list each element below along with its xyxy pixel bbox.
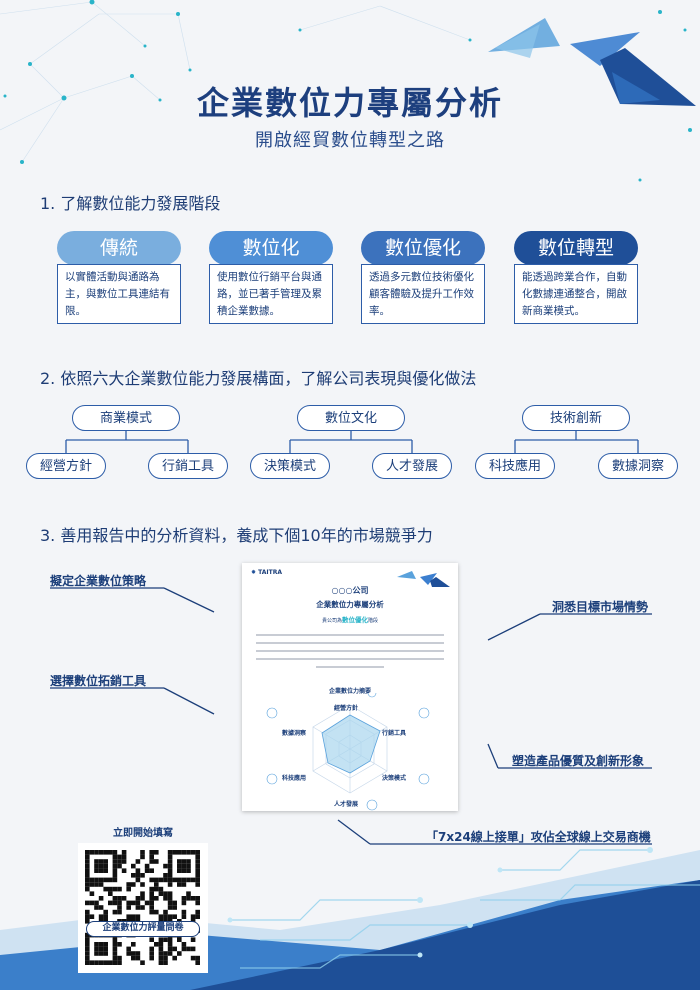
- section1-heading: 1. 了解數位能力發展階段: [40, 194, 221, 213]
- report-radar-chart: [266, 693, 430, 811]
- callout-market-insight: 洞悉目標市場情勢: [552, 600, 649, 614]
- stage-transformation-desc: 能透過跨業合作，自動化數據連通整合，開啟新商業模式。: [514, 264, 638, 324]
- report-company: ○○○公司: [331, 586, 369, 595]
- taitra-logo: ✸ TAITRA: [251, 569, 282, 576]
- report-stage-suffix: 階段: [368, 618, 379, 624]
- pill-digital-culture: 數位文化: [297, 405, 405, 431]
- pill-marketing-tools: 行銷工具: [148, 453, 228, 479]
- callout-digital-strategy: 擬定企業數位策略: [50, 574, 147, 588]
- section3-heading: 3. 善用報告中的分析資料，養成下個10年的市場競爭力: [40, 526, 433, 545]
- report-triangles-icon: [397, 571, 450, 587]
- stage-optimization-desc: 透過多元數位技術優化顧客體驗及提升工作效率。: [361, 264, 485, 324]
- stage-digitization-label: 數位化: [209, 231, 333, 265]
- page-title: 企業數位力專屬分析: [196, 84, 503, 122]
- qr-code[interactable]: 企業數位力評量問卷: [78, 843, 208, 973]
- pill-business-model: 商業模式: [72, 405, 180, 431]
- taitra-logo-text: TAITRA: [258, 569, 282, 576]
- pill-decision-mode: 決策模式: [250, 453, 330, 479]
- stage-traditional-desc: 以實體活動與通路為主，與數位工具連結有限。: [57, 264, 181, 324]
- taitra-logo-icon: ✸: [251, 569, 257, 576]
- report-stage-line: 貴公司為數位優化階段: [242, 614, 458, 624]
- pill-talent-development: 人才發展: [372, 453, 452, 479]
- radar-label-technology: 科技應用: [282, 775, 307, 782]
- pill-tech-application: 科技應用: [475, 453, 555, 479]
- radar-label-marketing: 行銷工具: [382, 730, 407, 737]
- stage-digitization-desc: 使用數位行銷平台與通路，並已著手管理及累積企業數據。: [209, 264, 333, 324]
- qr-code-icon: [85, 850, 200, 965]
- pill-data-insight: 數據洞察: [598, 453, 678, 479]
- radar-label-policy: 經營方針: [334, 705, 359, 712]
- report-summary-title: 企業數位力摘要: [328, 688, 371, 695]
- radar-label-talent: 人才發展: [334, 801, 359, 808]
- report-preview: ✸ TAITRA ○○○公司 企業數位力專屬分析 貴公司為數位優化階段 企業數位…: [242, 563, 458, 811]
- callout-marketing-tools: 選擇數位拓銷工具: [50, 674, 147, 688]
- stage-transformation-label: 數位轉型: [514, 231, 638, 265]
- callout-brand-image: 塑造產品優質及創新形象: [512, 754, 645, 768]
- callout-online-trade: 「7x24線上接單」攻佔全球線上交易商機: [426, 830, 651, 844]
- report-title: 企業數位力專屬分析: [316, 600, 384, 609]
- qr-cta: 立即開始填寫: [113, 828, 173, 839]
- pill-tech-innovation: 技術創新: [522, 405, 630, 431]
- report-body-text-placeholder: [256, 634, 444, 668]
- radar-label-decision: 決策模式: [382, 775, 407, 782]
- page-subtitle: 開啟經貿數位轉型之路: [255, 130, 445, 151]
- section2-heading: 2. 依照六大企業數位能力發展構面，了解公司表現與優化做法: [40, 369, 477, 388]
- stage-traditional-label: 傳統: [57, 231, 181, 265]
- report-stage-highlight: 數位優化: [342, 616, 368, 624]
- stage-optimization-label: 數位優化: [361, 231, 485, 265]
- pill-business-policy: 經營方針: [26, 453, 106, 479]
- qr-label: 企業數位力評量問卷: [86, 921, 200, 937]
- radar-label-data: 數據洞察: [282, 730, 307, 737]
- report-stage-prefix: 貴公司為: [321, 618, 342, 624]
